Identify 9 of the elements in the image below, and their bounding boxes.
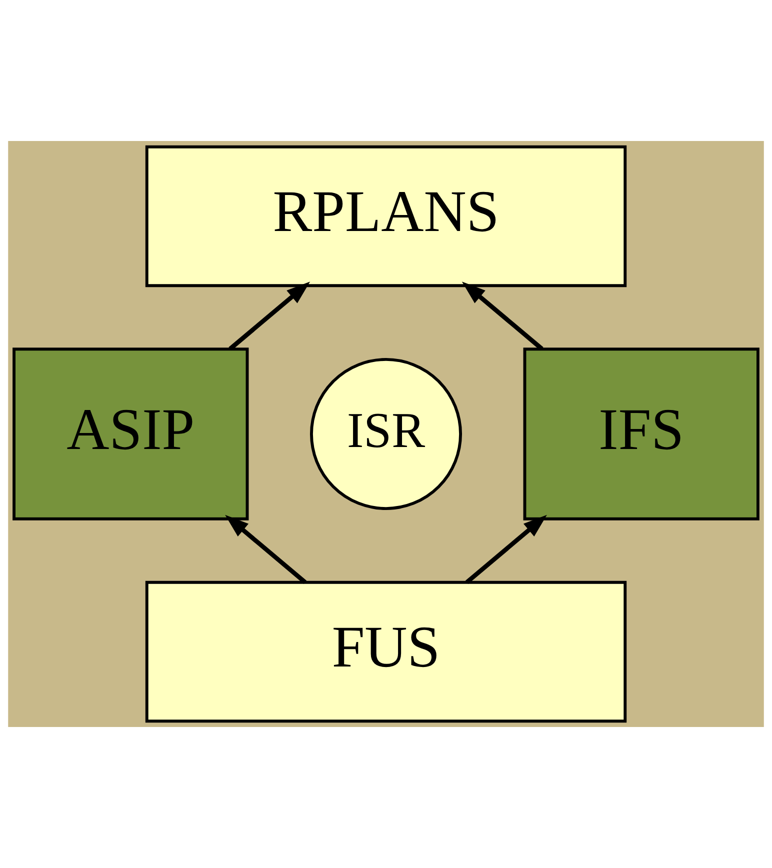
- node-box: RPLANS: [145, 145, 627, 288]
- arrow: [462, 282, 544, 351]
- arrow: [228, 282, 310, 351]
- node-circle: ISR: [310, 358, 462, 510]
- arrow: [225, 514, 307, 584]
- node-box: FUS: [145, 580, 627, 723]
- node-box: ASIP: [12, 348, 249, 520]
- node-box: IFS: [523, 348, 760, 520]
- arrow: [465, 514, 547, 584]
